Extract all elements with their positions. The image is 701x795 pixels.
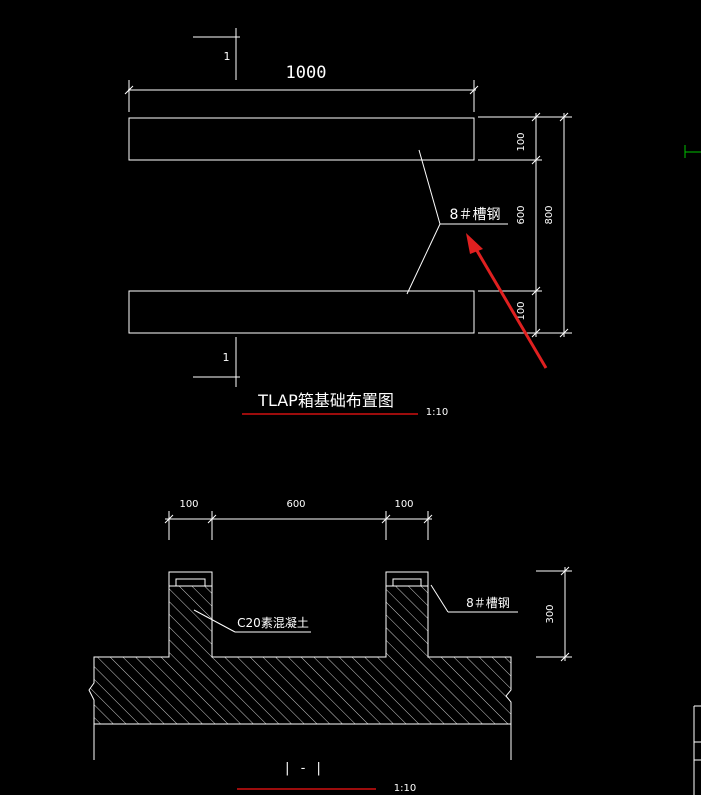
channel-callout-label: 8＃槽钢 bbox=[450, 207, 501, 223]
channel-recess-left bbox=[168, 571, 213, 587]
section-dim-right-text: 100 bbox=[394, 499, 413, 510]
plan-dim-total-text: 800 bbox=[544, 205, 555, 224]
plan-dim-top-text: 100 bbox=[516, 132, 527, 151]
plan-dim-mid-text: 600 bbox=[516, 205, 527, 224]
channel-bar-bottom bbox=[128, 290, 475, 334]
plan-title: TLAP箱基础布置图 bbox=[257, 391, 394, 410]
section-cut-mark-bottom: 1 bbox=[193, 337, 240, 387]
section-cut-mark-top: 1 bbox=[193, 28, 240, 80]
section-mark-label-bottom: 1 bbox=[223, 351, 230, 364]
section-title: | - | bbox=[283, 761, 322, 776]
section-dim-mid-text: 600 bbox=[286, 499, 305, 510]
red-arrow-icon bbox=[466, 233, 548, 369]
plan-width-dimension: 1000 bbox=[124, 63, 479, 112]
concrete-body bbox=[88, 571, 512, 725]
plan-width-dim-text: 1000 bbox=[286, 63, 327, 83]
section-height-dimension: 300 bbox=[536, 566, 572, 662]
concrete-label: C20素混凝土 bbox=[237, 615, 309, 630]
plan-scale: 1:10 bbox=[426, 407, 448, 418]
section-channel-leader: 8＃槽钢 bbox=[430, 584, 518, 613]
ucs-axis-icon bbox=[684, 145, 701, 158]
title-block-edge bbox=[693, 705, 701, 795]
concrete-leader: C20素混凝土 bbox=[193, 609, 311, 633]
section-view: 100 600 100 C20素混凝土 8＃槽钢 bbox=[88, 499, 572, 794]
plan-view: 1 1 1000 8＃槽钢 bbox=[124, 28, 572, 418]
section-scale: 1:10 bbox=[394, 783, 416, 794]
channel-bar-top bbox=[128, 117, 475, 161]
section-width-dimensions: 100 600 100 bbox=[164, 499, 433, 540]
section-dim-height-text: 300 bbox=[545, 604, 556, 623]
section-mark-label-top: 1 bbox=[224, 50, 231, 63]
section-dim-left-text: 100 bbox=[179, 499, 198, 510]
channel-leader: 8＃槽钢 bbox=[406, 149, 508, 295]
plan-dim-bottom-text: 100 bbox=[516, 301, 527, 320]
channel-recess-right bbox=[385, 571, 429, 587]
section-channel-label: 8＃槽钢 bbox=[466, 596, 510, 610]
plan-height-dimensions: 100 600 100 800 bbox=[478, 112, 572, 338]
